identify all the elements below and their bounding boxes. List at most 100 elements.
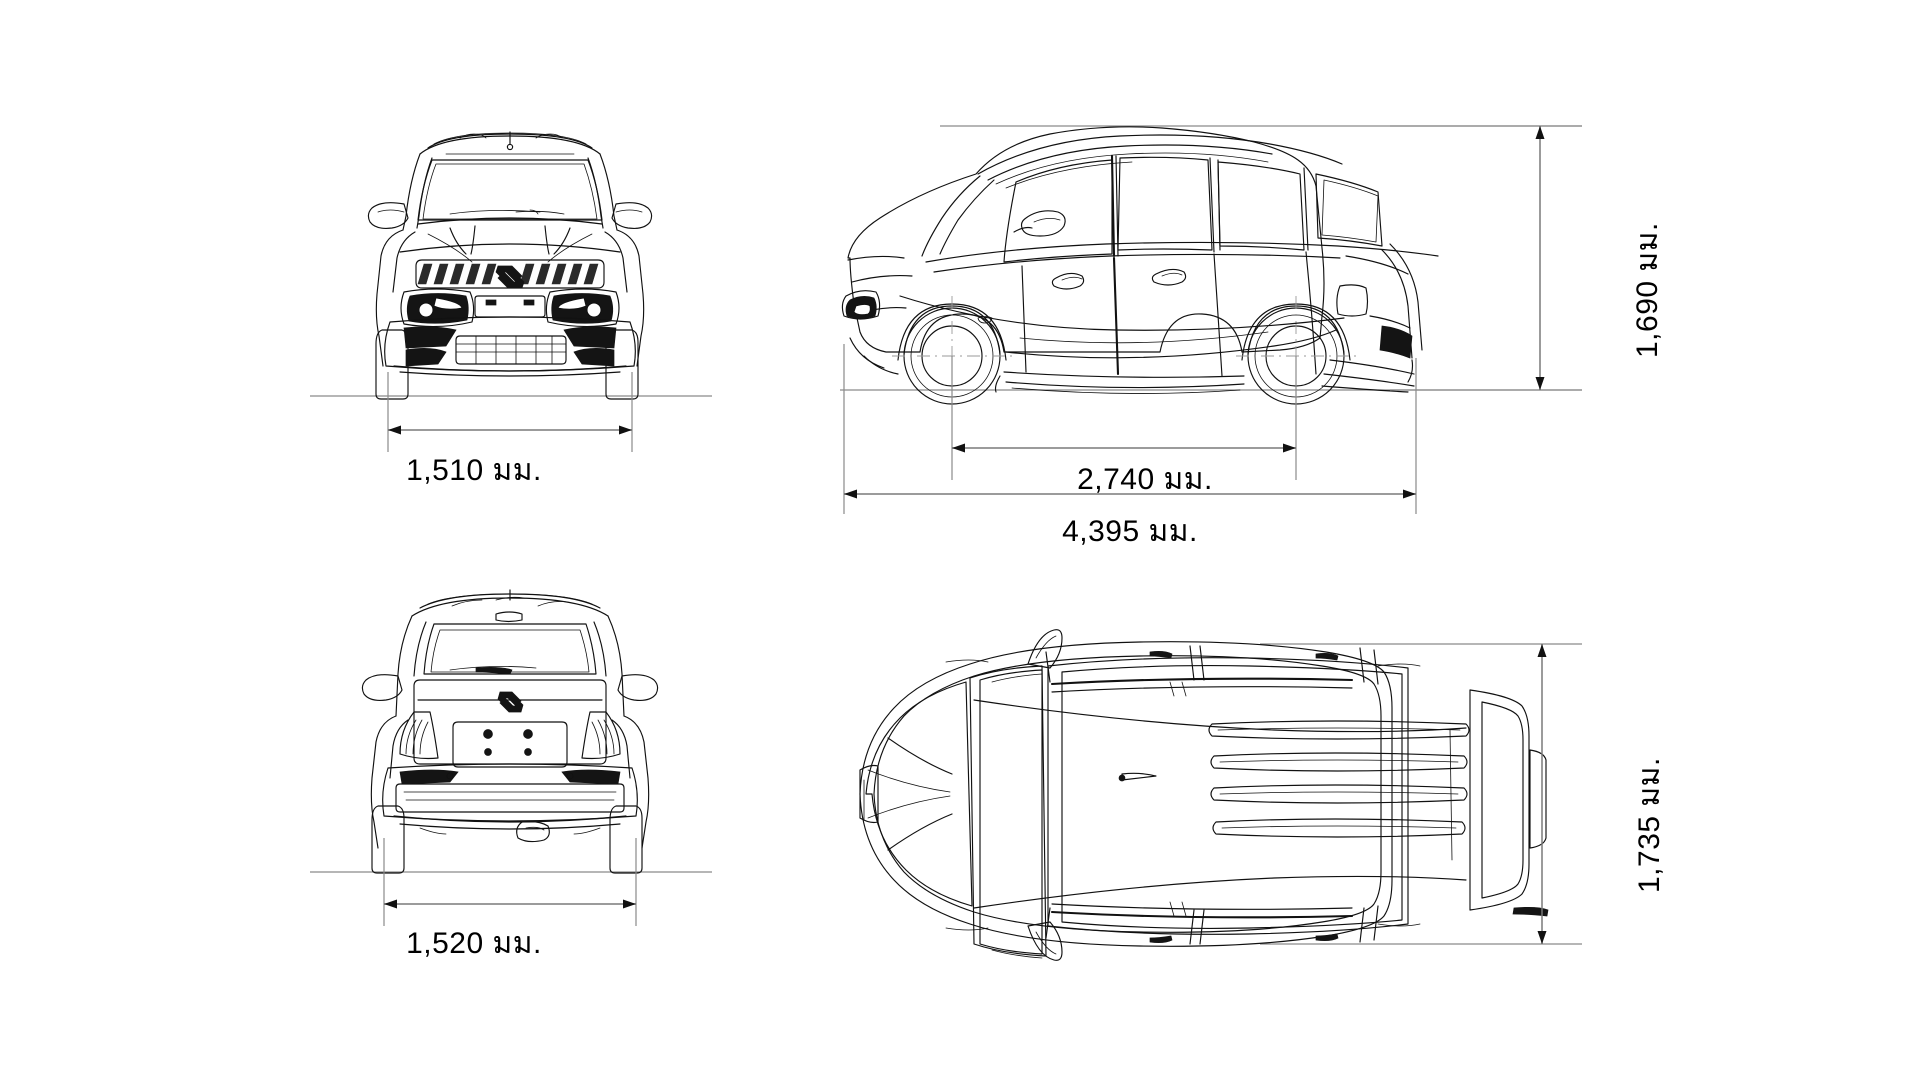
bumper-lip — [393, 365, 627, 372]
taillight-left-detail — [405, 719, 429, 755]
roof-line — [977, 134, 1343, 175]
mirror-left-glass — [377, 209, 405, 213]
headlight-left-drl — [433, 297, 463, 310]
taillamp-profile — [1379, 325, 1413, 359]
bumper-lip-inner — [399, 371, 621, 377]
exhaust-tip — [516, 820, 550, 843]
rear-door-shut — [1213, 253, 1223, 377]
dim-arrow-width-bottom — [1537, 931, 1547, 944]
rear-wheel-plan-right — [1377, 923, 1421, 927]
body-right-edge-rear — [623, 715, 650, 849]
tailgate-seam — [1449, 729, 1453, 861]
windshield-inner — [422, 163, 598, 220]
c-pillar-left-rear — [395, 615, 413, 717]
antenna-base-plan — [1118, 774, 1126, 782]
mirror-plan-left — [1027, 629, 1063, 669]
taillamp-top — [1369, 315, 1411, 329]
rear-bumper-top — [1329, 359, 1415, 375]
door-line-plan-5b — [1199, 909, 1205, 945]
roof-rail — [987, 144, 1273, 181]
plate-bolt-right — [523, 299, 535, 306]
mirror-stalk — [1013, 226, 1033, 233]
c-pillar-left-inner — [413, 621, 427, 677]
rear-window-glass — [423, 623, 597, 675]
roof-rail-left — [1050, 677, 1354, 686]
character-line-aux — [1019, 331, 1269, 344]
rail-mount-d — [1181, 901, 1187, 917]
tailgate-panel — [413, 679, 607, 765]
plate-bolt-left — [485, 299, 497, 306]
front-view — [300, 100, 720, 500]
swage-line-top — [973, 699, 1467, 733]
body-left-inner-rear — [389, 719, 409, 779]
door-line-plan-6b — [1373, 905, 1379, 941]
roof-rail-right-inner — [1051, 903, 1353, 910]
roof-rail-right — [1050, 910, 1354, 919]
side-mirror-glass — [1033, 218, 1061, 223]
exhaust-inner — [525, 826, 545, 831]
windshield-glass — [417, 159, 603, 221]
bumper-reflector-left — [399, 769, 459, 785]
mirror-plan-right-edge — [1035, 931, 1057, 955]
side-view-drawing — [840, 125, 1582, 514]
front-bumper — [384, 316, 636, 372]
quarter-window — [1315, 173, 1383, 247]
bumper-reflector-right — [561, 769, 621, 785]
b-pillar-edge — [1115, 155, 1119, 257]
headlight-left — [400, 288, 475, 328]
wiper-pivot — [529, 209, 539, 215]
cowl-line-top — [991, 673, 1043, 683]
plate-fastener-br — [524, 748, 532, 756]
rear-bumper-cap — [1407, 359, 1414, 383]
c-pillar-right-inner — [593, 621, 607, 677]
top-view — [830, 620, 1590, 980]
mirror-right — [611, 202, 653, 229]
door-line-plan-3 — [1359, 647, 1365, 683]
wiper-right — [515, 210, 565, 215]
d-pillar — [1303, 167, 1309, 251]
rear-door-handle — [1151, 268, 1187, 286]
body-left-edge — [375, 229, 404, 367]
front-door-window — [1003, 159, 1113, 263]
windshield-plan — [969, 665, 1047, 957]
bumper-chin — [863, 355, 899, 375]
headlight-left-projector — [418, 302, 434, 318]
rear-shoulder — [1345, 255, 1409, 275]
mirror-plan-right — [1027, 921, 1063, 961]
wiper-left — [449, 210, 541, 215]
tailgate-plan — [1469, 689, 1530, 911]
spoiler-detail-a — [451, 599, 483, 607]
rear-glass-plan — [1529, 749, 1547, 849]
mirror-left — [367, 202, 409, 229]
dimension-label-overall-width: 1,735 มม. — [1633, 757, 1666, 893]
handle-plan-2 — [1315, 652, 1339, 661]
suzuki-s-emblem-rear-lower — [499, 692, 524, 713]
rear-plate-recess — [452, 721, 568, 768]
front-tire-left — [375, 329, 409, 400]
rear-bumper-mid — [1323, 373, 1415, 387]
a-pillar — [921, 175, 981, 257]
side-skirt — [1005, 381, 1245, 389]
lower-grille-mesh — [455, 335, 567, 365]
top-view-drawing — [859, 629, 1582, 961]
dim-arrow-length-left — [844, 489, 857, 499]
hood-crease-bottom — [887, 813, 953, 851]
front-fascia-line — [851, 275, 913, 283]
side-marker — [977, 316, 993, 324]
high-mount-brake-light — [495, 611, 523, 623]
dim-arrow-wheelbase-right — [1283, 443, 1296, 453]
rear-hatch-edge — [1381, 249, 1413, 359]
side-skirt-lower — [1011, 387, 1241, 394]
dim-arrow-left — [388, 425, 401, 435]
rear-wiper-blade — [475, 666, 513, 675]
fog-bezel-right — [563, 326, 617, 349]
suzuki-s-emblem-lower — [497, 267, 525, 289]
dim-arrow-length-right — [1403, 489, 1416, 499]
swage-line-bottom — [973, 875, 1467, 909]
hood-crease-right — [553, 227, 571, 255]
c-pillar — [1209, 157, 1215, 253]
hood-crease-left — [449, 227, 467, 255]
rear-view-drawing — [310, 589, 712, 926]
dim-arrow-height-top — [1535, 126, 1545, 139]
